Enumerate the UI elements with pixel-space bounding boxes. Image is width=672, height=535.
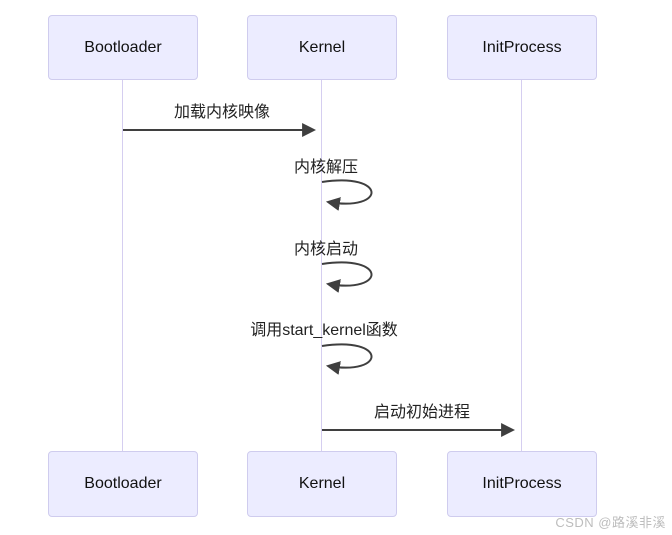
lifeline-bootloader xyxy=(122,80,123,451)
actor-kernel-label: Kernel xyxy=(298,38,346,56)
actor-initprocess-label: InitProcess xyxy=(482,475,562,492)
lifeline-kernel xyxy=(321,80,322,451)
self-loop-call-start-kernel xyxy=(321,343,373,375)
actor-initprocess-bottom: InitProcess xyxy=(447,451,597,517)
actor-bootloader-label: Bootloader xyxy=(84,38,162,56)
message-label-kernel-start: 内核启动 xyxy=(293,241,359,258)
actor-bootloader-bottom: Bootloader xyxy=(48,451,198,517)
message-label-load-kernel-image: 加载内核映像 xyxy=(173,104,271,121)
actor-initprocess-top: InitProcess xyxy=(447,15,597,80)
message-label-start-init-process: 启动初始进程 xyxy=(373,404,471,421)
message-label-kernel-decompress: 内核解压 xyxy=(293,159,359,176)
actor-kernel-label: Kernel xyxy=(298,475,346,492)
csdn-watermark: CSDN @路溪非溪 xyxy=(555,515,666,530)
actor-initprocess-label: InitProcess xyxy=(482,38,562,56)
actor-bootloader-top: Bootloader xyxy=(48,15,198,80)
actor-bootloader-label: Bootloader xyxy=(84,475,162,492)
actor-kernel-bottom: Kernel xyxy=(247,451,397,517)
message-label-call-start-kernel: 调用start_kernel函数 xyxy=(250,322,398,339)
actor-kernel-top: Kernel xyxy=(247,15,397,80)
self-loop-kernel-start xyxy=(321,261,373,293)
lifeline-initprocess xyxy=(521,80,522,451)
self-loop-kernel-decompress xyxy=(321,179,373,211)
